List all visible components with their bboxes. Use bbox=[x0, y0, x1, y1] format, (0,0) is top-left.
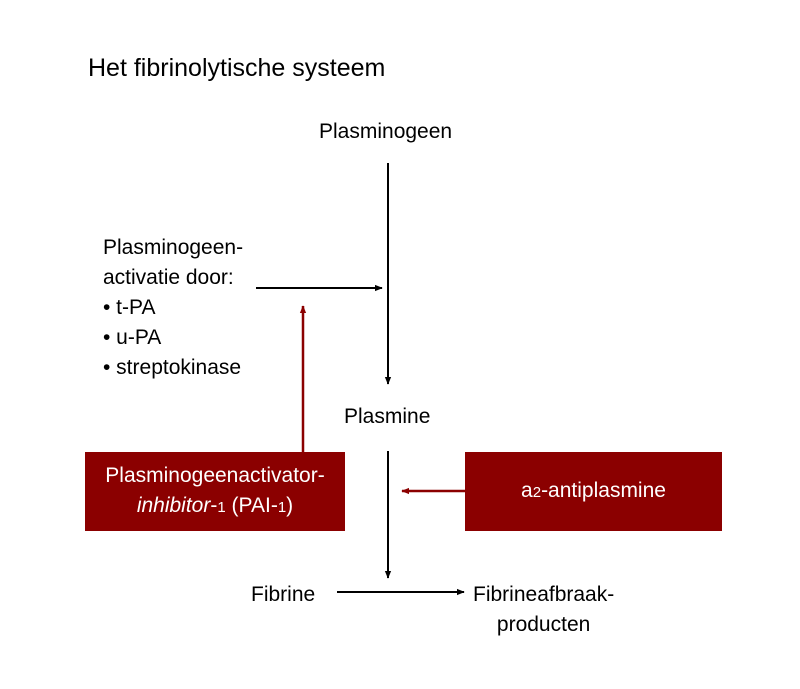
a2-label: a2-antiplasmine bbox=[521, 476, 666, 508]
a2-subscript: 2 bbox=[532, 483, 542, 501]
plasmine-label: Plasmine bbox=[344, 405, 431, 428]
pai-abbrev-close: ) bbox=[286, 493, 294, 517]
plasminogeen-label: Plasminogeen bbox=[319, 120, 453, 143]
activator-item-streptokinase: • streptokinase bbox=[103, 356, 242, 379]
activation-line-1: Plasminogeen- bbox=[103, 236, 244, 259]
afbraak-line-1: Fibrineafbraak- bbox=[473, 583, 615, 606]
a2-antiplasmine-box: a2-antiplasmine bbox=[465, 452, 722, 531]
a2-suffix: -antiplasmine bbox=[541, 478, 666, 502]
activation-line-2: activatie door: bbox=[103, 266, 234, 289]
activation-block: Plasminogeen- activatie door: • t-PA • u… bbox=[103, 233, 243, 383]
activator-item-upa: • u-PA bbox=[103, 326, 162, 349]
pai-abbrev-open: (PAI- bbox=[225, 493, 278, 517]
afbraak-line-2: producten bbox=[496, 613, 591, 636]
pai-1-box: Plasminogeenactivator- inhibitor-1 (PAI-… bbox=[85, 452, 345, 531]
pai-hyphen: - bbox=[210, 493, 218, 517]
activator-item-tpa: • t-PA bbox=[103, 296, 156, 319]
pai-inhibitor-word: inhibitor bbox=[136, 493, 211, 517]
fibrineafbraakproducten-label: Fibrineafbraak- producten bbox=[473, 580, 614, 640]
pai-line-2: inhibitor-1 (PAI-1) bbox=[137, 491, 293, 523]
pai-line-1: Plasminogeenactivator- bbox=[105, 463, 325, 487]
a2-prefix: a bbox=[521, 478, 533, 502]
pai-number: 1 bbox=[217, 498, 226, 516]
fibrine-label: Fibrine bbox=[251, 583, 316, 606]
diagram-title: Het fibrinolytische systeem bbox=[88, 54, 386, 82]
pai-abbrev-number: 1 bbox=[277, 498, 287, 516]
